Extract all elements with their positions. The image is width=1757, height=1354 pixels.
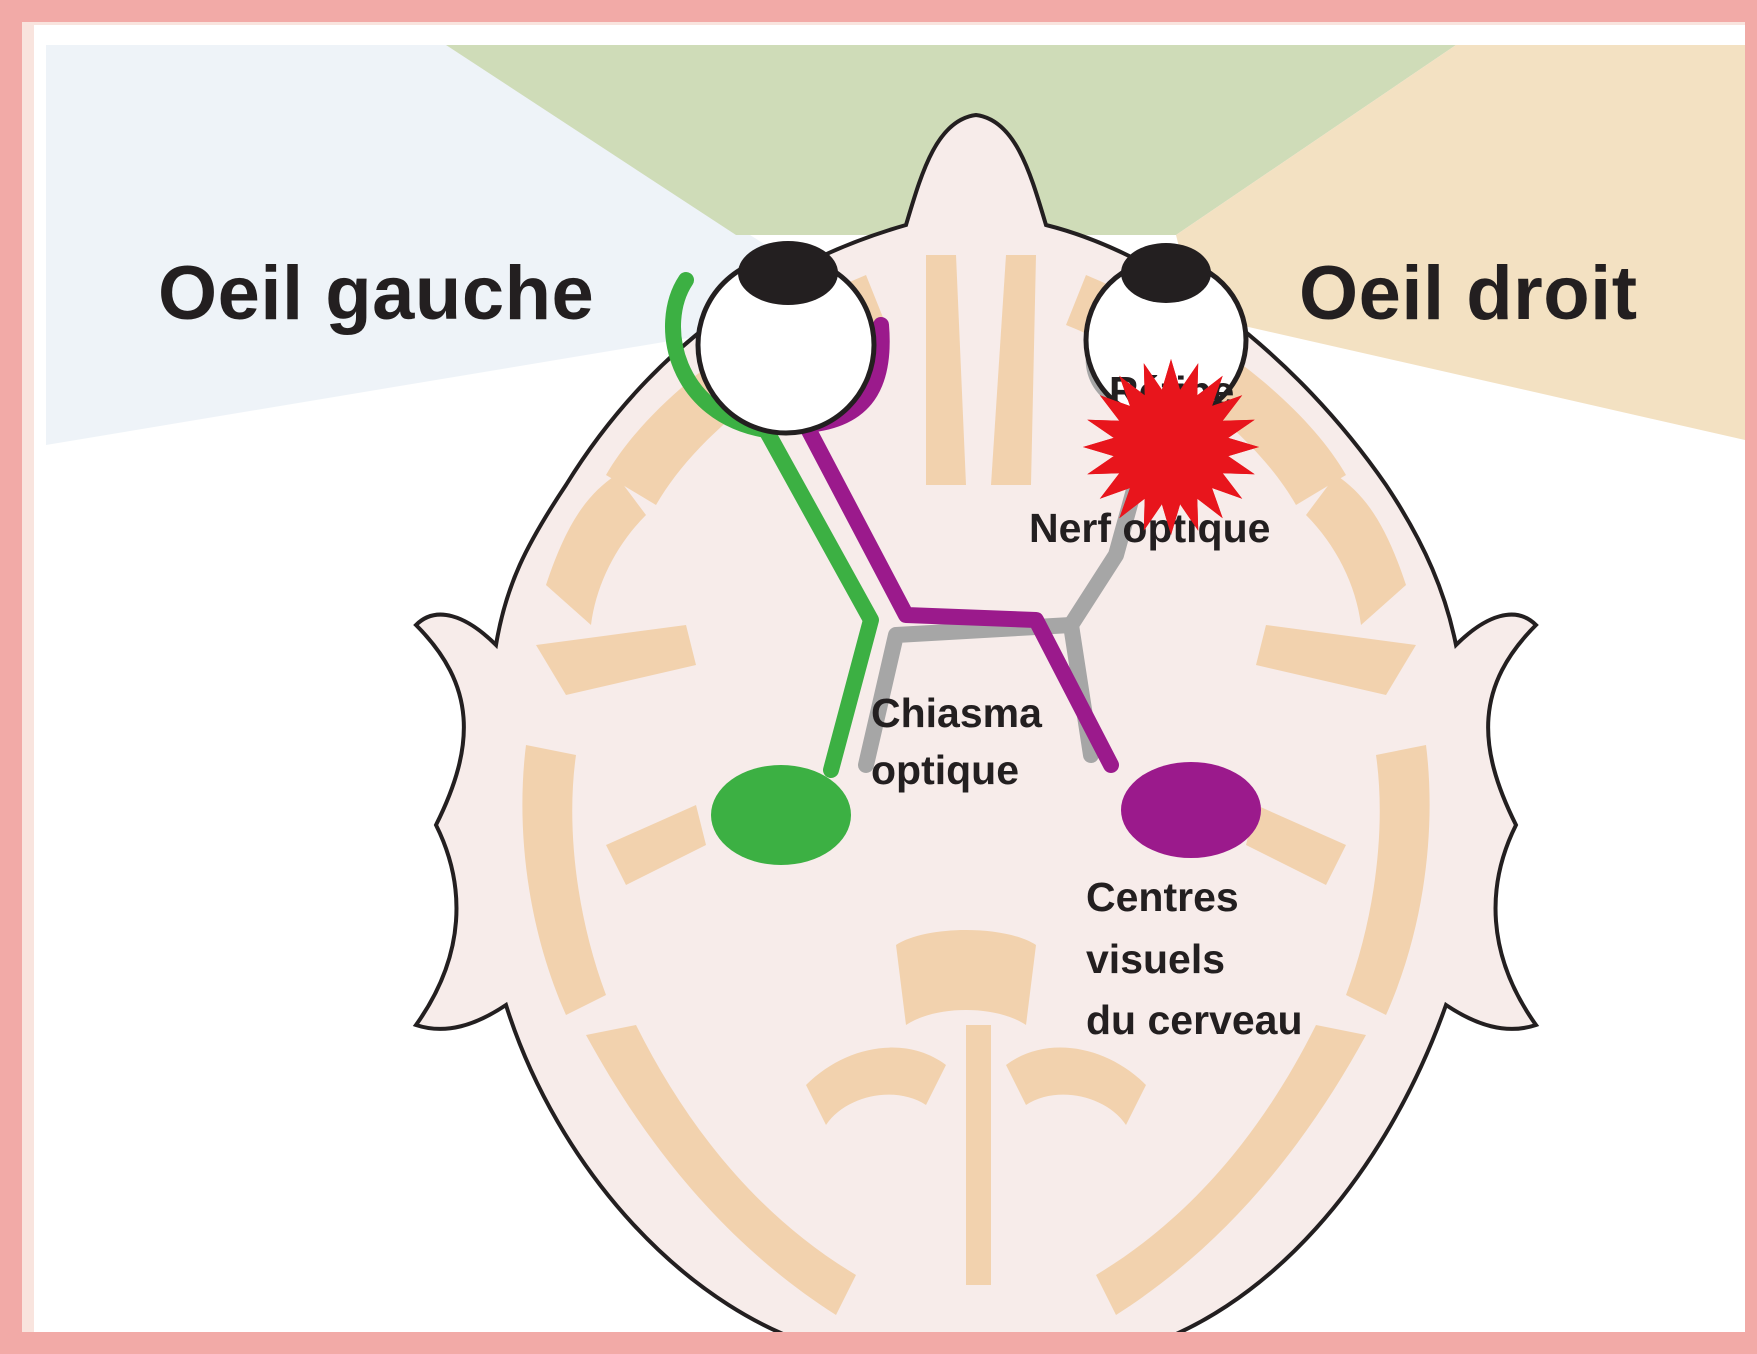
chiasm-label-line1: Chiasma — [871, 685, 1042, 742]
right-eye-label: Oeil droit — [1299, 250, 1638, 337]
retina-label: Rétine — [1109, 361, 1234, 423]
visual-centres-label: Centres visuels du cerveau — [1086, 867, 1303, 1052]
right-pupil — [1121, 243, 1211, 303]
left-visual-centre — [711, 765, 851, 865]
left-pupil — [738, 241, 838, 305]
chiasm-label: Chiasma optique — [871, 685, 1042, 800]
right-visual-centre — [1121, 762, 1261, 858]
centres-label-line3: du cerveau — [1086, 990, 1303, 1052]
centres-label-line2: visuels — [1086, 929, 1303, 991]
centres-label-line1: Centres — [1086, 867, 1303, 929]
chiasm-label-line2: optique — [871, 742, 1042, 799]
optic-nerve-label: Nerf optique — [1029, 498, 1270, 560]
left-eye-label: Oeil gauche — [158, 250, 594, 337]
diagram-panel: Oeil gauche Oeil droit Rétine Nerf optiq… — [34, 25, 1755, 1352]
